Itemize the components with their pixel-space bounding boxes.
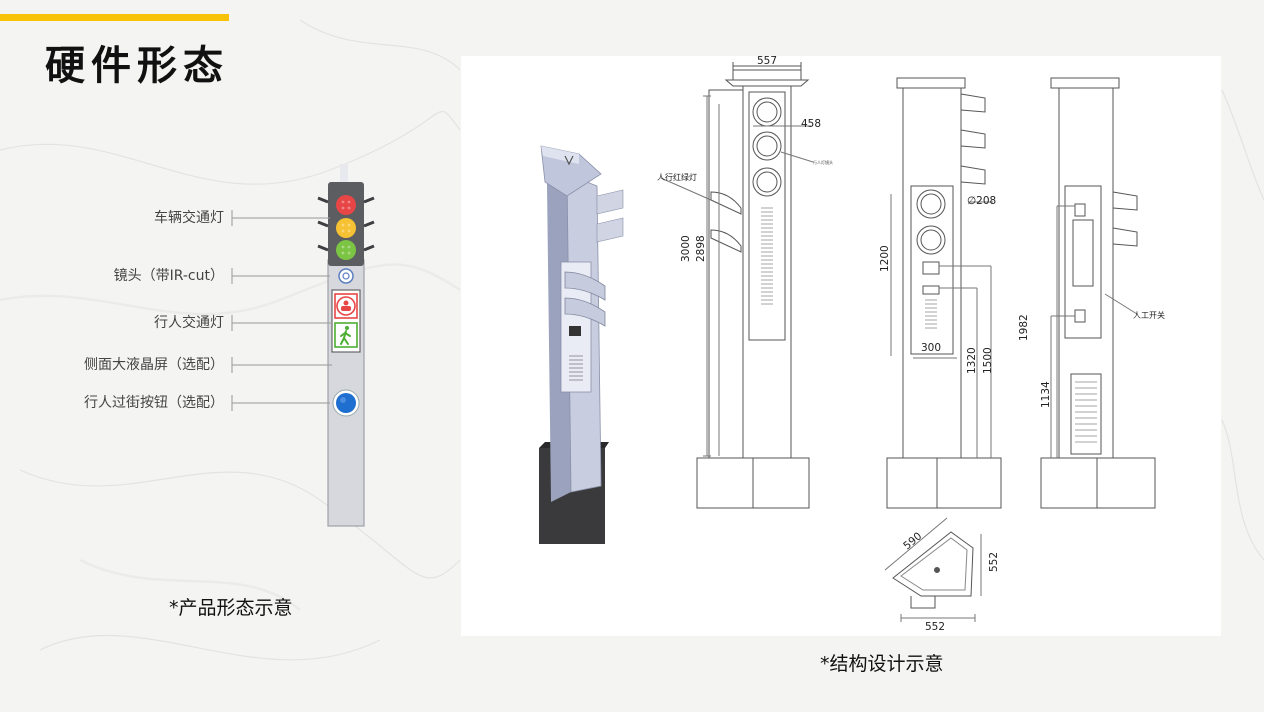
dim-height-total: 3000 — [680, 235, 692, 262]
dim-front-top-width: 557 — [757, 56, 777, 67]
pedestrian-traffic-light — [331, 289, 361, 353]
callout-crossing-button: 行人过街按钮（选配） — [84, 395, 224, 411]
page-title: 硬件形态 — [45, 43, 229, 89]
red-light — [336, 195, 356, 215]
accent-bar — [0, 14, 229, 21]
dim-back-1134: 1134 — [1040, 381, 1052, 408]
dim-light-width: 458 — [801, 118, 821, 130]
dim-side-light-diameter: ∅208 — [967, 195, 996, 207]
callout-vehicle-light: 车辆交通灯 — [154, 210, 224, 226]
dim-height-body: 2898 — [695, 235, 707, 262]
callout-leaders — [231, 210, 332, 411]
dim-plan-diag: 590 — [901, 530, 924, 552]
note-pedestrian-light: 人行红绿灯 — [657, 172, 697, 182]
render-3d — [539, 145, 624, 544]
dim-back-1982: 1982 — [1018, 314, 1030, 341]
dim-plan-bottom: 552 — [925, 621, 945, 633]
structure-drawing-panel: 557 458 3000 2898 ∅208 1200 300 1320 150… — [461, 55, 1221, 636]
green-walker-icon — [340, 326, 351, 345]
dim-side-1200: 1200 — [879, 245, 891, 272]
note-small: 行人灯镜头 — [813, 159, 833, 165]
front-view — [660, 62, 814, 509]
dim-side-1320: 1320 — [966, 347, 978, 374]
structure-caption: *结构设计示意 — [820, 653, 944, 675]
callout-side-lcd: 侧面大液晶屏（选配） — [84, 357, 224, 373]
pedestrian-button-icon — [332, 389, 360, 417]
plan-view — [884, 517, 982, 622]
structure-drawing: 557 458 3000 2898 ∅208 1200 300 1320 150… — [539, 55, 1165, 633]
back-view — [1040, 77, 1156, 509]
camera-lens-icon — [338, 268, 354, 284]
note-manual-switch: 人工开关 — [1133, 310, 1165, 320]
traffic-pole-illustration — [317, 164, 375, 527]
green-light — [336, 240, 356, 260]
dim-side-1500: 1500 — [982, 347, 994, 374]
yellow-light — [336, 218, 356, 238]
red-man-icon — [343, 300, 349, 306]
product-caption: *产品形态示意 — [169, 597, 293, 619]
vehicle-traffic-light — [317, 182, 375, 266]
callout-pedestrian-light: 行人交通灯 — [154, 315, 224, 331]
dim-side-300: 300 — [921, 342, 941, 354]
pole-antenna — [340, 164, 348, 184]
dim-plan-side: 552 — [988, 552, 1000, 572]
arrow-down-icon — [564, 155, 574, 166]
callout-camera: 镜头（带IR-cut） — [113, 268, 224, 284]
side-view — [886, 77, 1002, 509]
